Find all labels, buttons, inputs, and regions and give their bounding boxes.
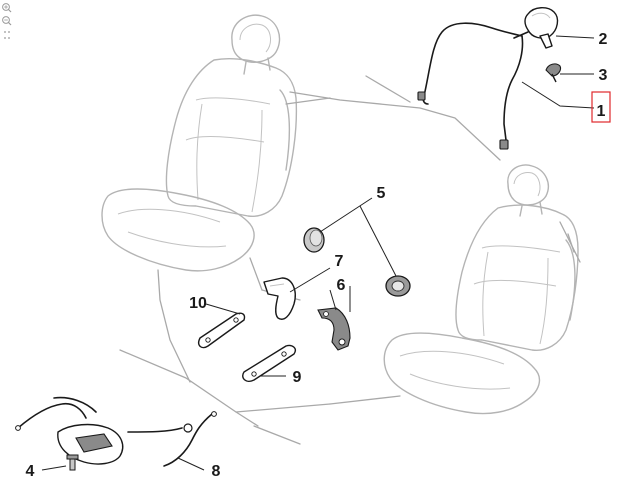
- callout-8[interactable]: 8: [212, 463, 221, 480]
- part-8-lower-mechanism: [15, 396, 217, 467]
- callout-6[interactable]: 6: [337, 277, 346, 294]
- part-7-lever: [263, 277, 296, 320]
- callout-2[interactable]: 2: [599, 31, 608, 48]
- part-5-plug-upper: [303, 227, 325, 253]
- part-6-bracket: [317, 307, 351, 351]
- part-9-cover: [242, 344, 296, 382]
- part-1-cable-assembly: [417, 22, 529, 150]
- callout-1-highlight: [591, 91, 611, 123]
- callout-5[interactable]: 5: [377, 185, 386, 202]
- part-10-cover: [198, 312, 246, 349]
- callout-1[interactable]: 1: [597, 103, 606, 120]
- part-4-bolt: [66, 454, 79, 471]
- zoom-in-icon[interactable]: [2, 3, 12, 13]
- left-seat-illustration: [101, 14, 298, 383]
- callout-7[interactable]: 7: [335, 253, 344, 270]
- assembly-outline: [119, 75, 581, 445]
- callout-9[interactable]: 9: [293, 369, 302, 386]
- callout-3[interactable]: 3: [599, 67, 608, 84]
- part-5-plug-lower: [385, 275, 411, 297]
- zoom-out-icon[interactable]: [2, 16, 12, 26]
- right-seat-illustration: [383, 164, 579, 415]
- callout-10[interactable]: 10: [189, 295, 207, 312]
- leader-lines: [41, 35, 595, 471]
- part-3-clip: [545, 63, 562, 83]
- part-2-handle: [524, 7, 559, 49]
- tool-dots: [4, 31, 10, 39]
- callout-4[interactable]: 4: [26, 463, 35, 480]
